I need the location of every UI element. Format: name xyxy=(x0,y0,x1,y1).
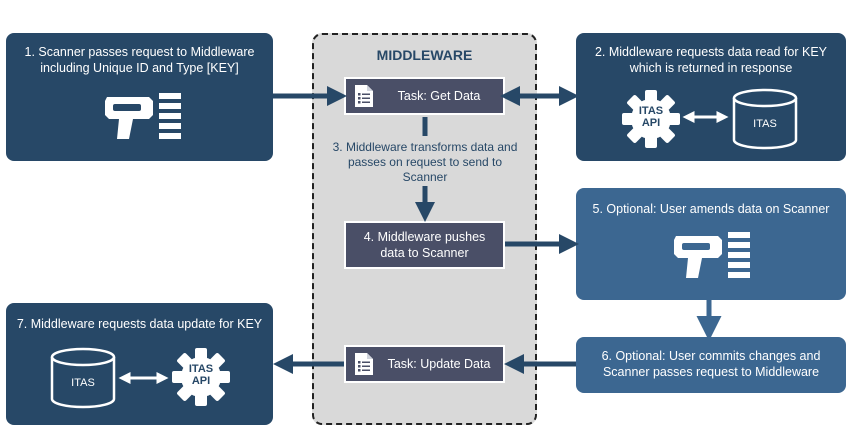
step-7-box: 7. Middleware requests data update for K… xyxy=(6,303,273,425)
document-list-icon xyxy=(355,353,373,375)
step-2-label: 2. Middleware requests data read for KEY… xyxy=(594,45,828,75)
itas-api-label-bottom: ITAS API xyxy=(188,363,214,387)
step-1-label: 1. Scanner passes request to Middleware … xyxy=(24,45,255,75)
step-7-label: 7. Middleware requests data update for K… xyxy=(16,317,263,331)
step-2-box: 2. Middleware requests data read for KEY… xyxy=(576,33,846,161)
gear-icon xyxy=(622,90,680,148)
barcode-scanner-icon xyxy=(105,93,181,139)
itas-api-label-top: ITAS API xyxy=(638,105,664,129)
itas-db-label-top: ITAS xyxy=(753,118,777,130)
itas-db-label-bottom: ITAS xyxy=(71,377,95,389)
gear-icon xyxy=(172,348,230,406)
database-cylinder-icon xyxy=(50,347,116,409)
step-4-box: 4. Middleware pushes data to Scanner xyxy=(344,221,505,269)
task-get-data: Task: Get Data xyxy=(344,77,505,115)
step-6-box: 6. Optional: User commits changes and Sc… xyxy=(576,337,846,393)
database-cylinder-icon xyxy=(732,88,798,150)
task-update-data-label: Task: Update Data xyxy=(387,357,491,371)
task-update-data: Task: Update Data xyxy=(344,345,505,383)
step-1-box: 1. Scanner passes request to Middleware … xyxy=(6,33,273,161)
step-5-label: 5. Optional: User amends data on Scanner xyxy=(592,202,830,216)
step-3-label: 3. Middleware transforms data and passes… xyxy=(332,140,518,184)
step-5-box: 5. Optional: User amends data on Scanner xyxy=(576,188,846,300)
task-get-data-label: Task: Get Data xyxy=(397,89,481,103)
document-list-icon xyxy=(355,85,373,107)
step-4-label: 4. Middleware pushes data to Scanner xyxy=(363,230,486,260)
barcode-scanner-icon xyxy=(674,232,750,278)
middleware-title: MIDDLEWARE xyxy=(376,47,473,63)
step-6-label: 6. Optional: User commits changes and Sc… xyxy=(601,349,821,379)
